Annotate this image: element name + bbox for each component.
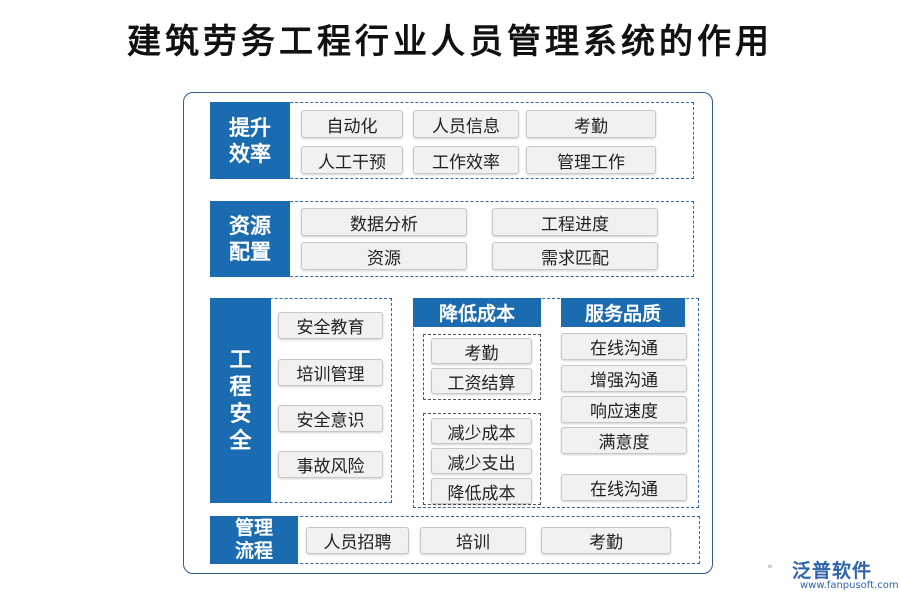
item-enhance-communication: 增强沟通 — [561, 365, 687, 392]
item-demand-match: 需求匹配 — [492, 242, 658, 270]
item-resources: 资源 — [301, 242, 467, 270]
section-label-process: 管理 流程 — [210, 516, 298, 564]
item-reduce-expense: 减少支出 — [431, 448, 532, 474]
item-manual-intervention: 人工干预 — [301, 146, 403, 174]
item-work-efficiency: 工作效率 — [413, 146, 519, 174]
item-process-attendance: 考勤 — [541, 527, 671, 554]
item-project-progress: 工程进度 — [492, 208, 658, 236]
item-online-communication-2: 在线沟通 — [561, 474, 687, 501]
fanpu-logo-icon — [768, 564, 772, 569]
item-management-work: 管理工作 — [526, 146, 656, 174]
item-data-analysis: 数据分析 — [301, 208, 467, 236]
item-lower-cost: 降低成本 — [431, 478, 532, 504]
item-recruitment: 人员招聘 — [306, 527, 409, 554]
section-label-resources: 资源 配置 — [210, 201, 290, 277]
logo-name: 泛普软件 — [792, 560, 873, 582]
item-personnel-info: 人员信息 — [413, 110, 519, 138]
cost-header: 降低成本 — [413, 298, 541, 327]
section-cost-service — [413, 298, 699, 508]
item-attendance: 考勤 — [526, 110, 656, 138]
logo-url: www.fanpusoft.com — [800, 580, 899, 591]
cost-group-1 — [423, 334, 541, 400]
item-training-management: 培训管理 — [278, 359, 383, 386]
item-training: 培训 — [420, 527, 526, 554]
item-accident-risk: 事故风险 — [278, 451, 383, 478]
item-online-communication: 在线沟通 — [561, 333, 687, 360]
item-wage-settlement: 工资结算 — [431, 368, 532, 394]
page-title: 建筑劳务工程行业人员管理系统的作用 — [127, 22, 773, 62]
item-reduce-cost: 减少成本 — [431, 418, 532, 444]
item-satisfaction: 满意度 — [561, 427, 687, 454]
item-response-speed: 响应速度 — [561, 396, 687, 423]
diagram-frame — [183, 92, 713, 574]
section-label-efficiency: 提升 效率 — [210, 102, 290, 179]
item-safety-education: 安全教育 — [278, 312, 383, 339]
service-header: 服务品质 — [561, 298, 685, 327]
cost-group-2 — [423, 413, 541, 505]
section-label-safety: 工 程 安 全 — [210, 298, 271, 503]
item-cost-attendance: 考勤 — [431, 338, 532, 364]
item-automation: 自动化 — [301, 110, 403, 138]
item-safety-awareness: 安全意识 — [278, 405, 383, 432]
